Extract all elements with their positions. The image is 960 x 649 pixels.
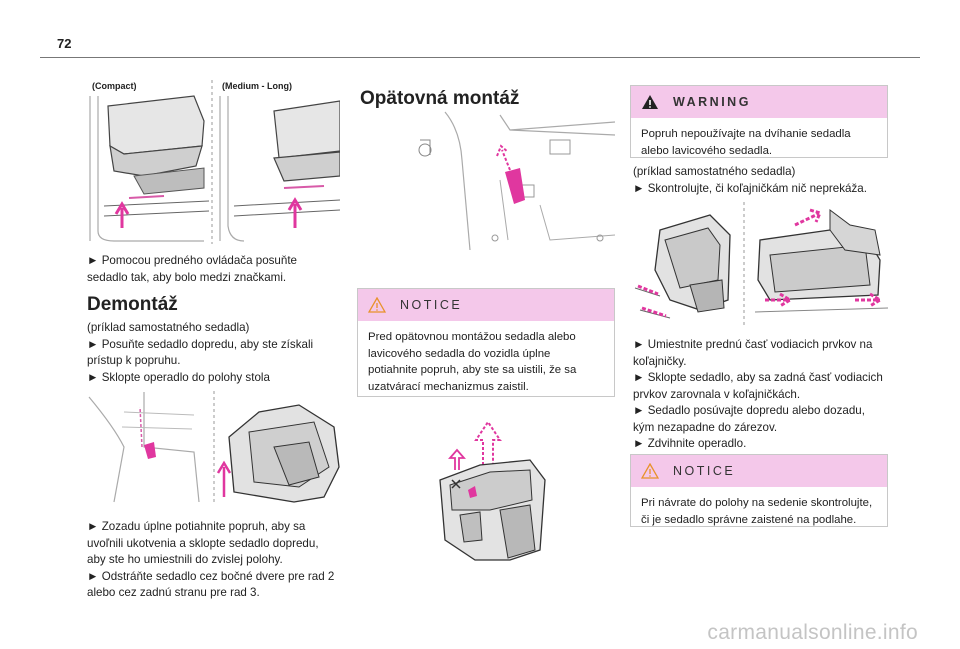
heading-opatovna-montaz: Opätovná montáž xyxy=(360,88,520,109)
warning-box: WARNING Popruh nepoužívajte na dvíhanie … xyxy=(630,85,888,158)
notice-icon xyxy=(641,463,659,479)
notice-box-seating: NOTICE Pri návrate do polohy na sedenie … xyxy=(630,454,888,527)
warning-icon xyxy=(642,95,658,109)
figure-guide-rails xyxy=(634,202,888,326)
watermark: carmanualsonline.info xyxy=(707,621,918,644)
figure-floor-anchor xyxy=(418,111,615,251)
warning-label: WARNING xyxy=(673,95,751,109)
col1-paragraph-3: ► Zozadu úplne potiahnite popruh, aby sa… xyxy=(87,520,335,599)
label-compact: (Compact) xyxy=(92,81,137,91)
notice-body: Pred opätovnou montážou sedadla alebo la… xyxy=(368,331,577,393)
col3-paragraph-1: (príklad samostatného sedadla) ► Skontro… xyxy=(633,165,867,195)
col1-paragraph-1: ► Pomocou predného ovládača posuňte seda… xyxy=(87,254,298,284)
col3-paragraph-2: ► Umiestnite prednú časť vodiacich prvko… xyxy=(633,338,883,450)
notice-icon xyxy=(368,297,386,313)
figure-seat-markers: (Compact) (Medium - Long) xyxy=(89,80,340,244)
notice-header: NOTICE xyxy=(358,289,614,321)
warning-body: Popruh nepoužívajte na dvíhanie sedadla … xyxy=(641,128,851,157)
label-medium-long: (Medium - Long) xyxy=(222,81,292,91)
figure-seat-lift xyxy=(439,420,546,561)
page-number: 72 xyxy=(57,36,72,51)
notice-label: NOTICE xyxy=(400,298,463,312)
notice-body-2: Pri návrate do polohy na sedenie skontro… xyxy=(641,497,873,526)
col1-paragraph-2: (príklad samostatného sedadla) ► Posuňte… xyxy=(87,321,314,384)
figure-strap-pull xyxy=(88,391,340,503)
notice-box-reassembly: NOTICE Pred opätovnou montážou sedadla a… xyxy=(357,288,615,397)
notice-label-2: NOTICE xyxy=(673,464,736,478)
heading-demontaz: Demontáž xyxy=(87,294,178,315)
header-rule xyxy=(40,57,920,58)
notice-header-2: NOTICE xyxy=(631,455,887,487)
warning-header: WARNING xyxy=(631,86,887,118)
